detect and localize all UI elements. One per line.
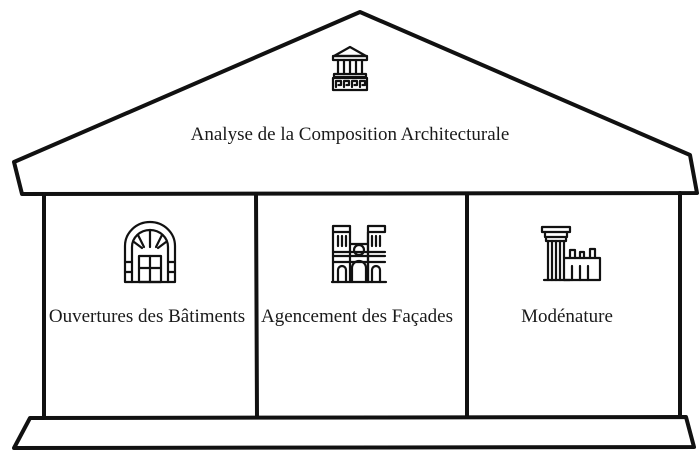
pillar-label-modenature: Modénature xyxy=(521,306,613,327)
temple-base xyxy=(12,415,696,450)
pillar-block xyxy=(42,191,682,419)
pillar-label-openings: Ouvertures des Bâtiments xyxy=(48,306,246,327)
greek-temple-icon xyxy=(331,45,369,92)
arched-window-icon xyxy=(123,220,177,284)
cathedral-facade-icon xyxy=(330,224,388,284)
pillar-label-facades: Agencement des Façades xyxy=(260,306,454,327)
roof-title: Analyse de la Composition Architecturale xyxy=(190,124,510,145)
column-capital-icon xyxy=(540,225,602,282)
roof-pediment xyxy=(12,10,699,196)
